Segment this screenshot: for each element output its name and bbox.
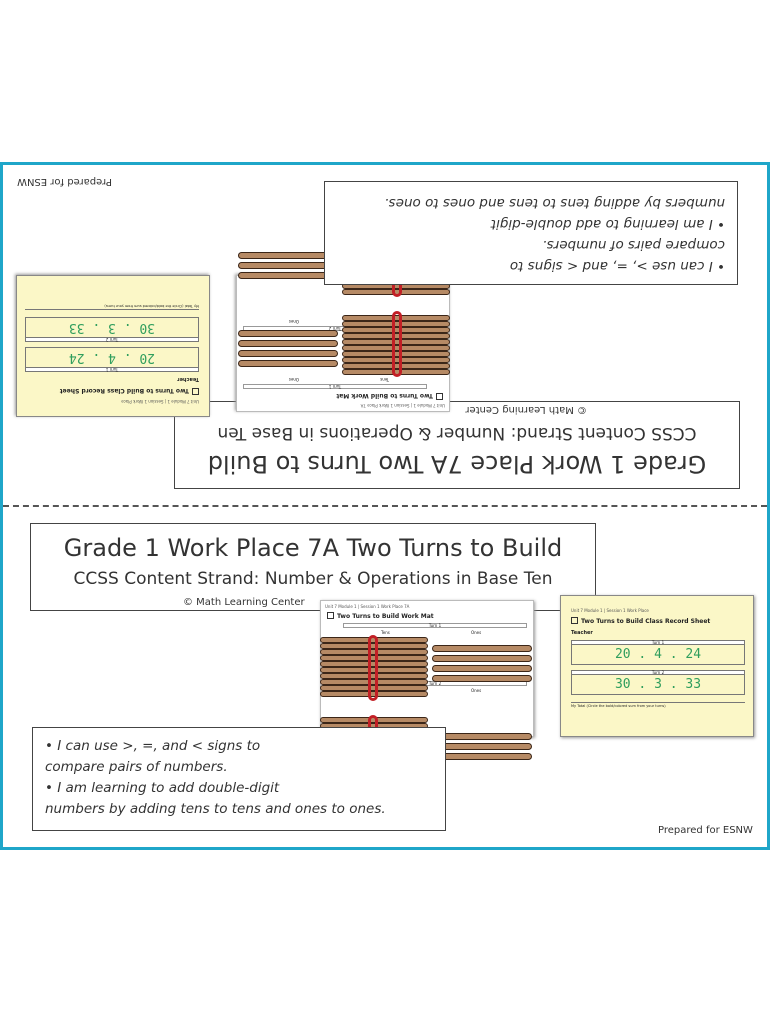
work-mat-col-ones: Ones [288,377,299,382]
record-turn-1: Turn 1 [25,367,199,372]
record-equation-2: 30 . 3 . 33 [571,675,745,695]
prepared-for: Prepared for ESNW [658,825,753,836]
goal-line: • I can use >, =, and < signs to [509,258,725,274]
work-mat-col-tens: Tens [380,377,389,382]
mat-icon [327,612,334,619]
record-turn-2: Turn 2 [25,337,199,342]
goal-line: numbers by adding tens to tens and ones … [45,801,386,817]
card-bottom-half: Grade 1 Work Place 7A Two Turns to Build… [0,505,770,850]
title-box: Grade 1 Work Place 7A Two Turns to Build… [30,523,596,611]
card-title: Grade 1 Work Place 7A Two Turns to Build [207,450,707,478]
teacher-label: Teacher [177,376,199,382]
prepared-for: Prepared for ESNW [17,176,112,187]
record-equation-1: 20 . 4 . 24 [571,645,745,665]
record-header: Unit 7 Module 1 | Session 1 Work Place [121,399,199,404]
work-mat-col-ones-2: Ones [471,688,482,693]
card-title: Grade 1 Work Place 7A Two Turns to Build [63,534,563,562]
card-subtitle: CCSS Content Strand: Number & Operations… [73,569,553,589]
card-top-half-rotated: Grade 1 Work Place 7A Two Turns to Build… [0,162,770,507]
goal-line: • I am learning to add double-digit [490,216,725,232]
work-mat-col-tens: Tens [381,630,390,635]
work-mat-title: Two Turns to Build Work Mat [336,392,433,399]
record-turn-1: Turn 1 [571,640,745,645]
credit-line: © Math Learning Center [183,597,305,608]
fold-line [3,505,767,507]
work-mat-title: Two Turns to Build Work Mat [337,613,434,620]
learning-goals-box: • I can use >, =, and < signs to compare… [324,181,738,285]
goal-line: • I can use >, =, and < signs to [45,738,261,754]
teacher-label: Teacher [571,630,593,636]
record-icon [192,388,199,395]
goal-line: numbers by adding tens to tens and ones … [384,195,725,211]
work-mat-turn-1: Turn 1 [343,623,527,628]
ten-stick-bundle [342,311,450,377]
learning-goals-box: • I can use >, =, and < signs to compare… [32,727,446,831]
record-title: Two Turns to Build Class Record Sheet [59,387,189,394]
ten-stick-bundle [320,635,428,701]
mat-icon [436,393,443,400]
class-record-sheet-thumbnail: Unit 7 Module 1 | Session 1 Work Place T… [16,275,210,417]
goal-line: • I am learning to add double-digit [45,780,280,796]
rubber-band [392,311,402,377]
title-box: Grade 1 Work Place 7A Two Turns to Build… [174,401,740,489]
work-mat-col-ones: Ones [471,630,482,635]
goal-line: compare pairs of numbers. [542,237,725,253]
class-record-sheet-thumbnail: Unit 7 Module 1 | Session 1 Work Place T… [560,595,754,737]
work-mat-header: Unit 7 Module 1 | Session 1 Work Place 7… [360,403,445,408]
record-equation-1: 20 . 4 . 24 [25,347,199,367]
record-equation-2: 30 . 3 . 33 [25,317,199,337]
work-mat-col-ones-2: Ones [288,319,299,324]
work-mat-header: Unit 7 Module 1 | Session 1 Work Place 7… [325,604,410,609]
record-my-total: My Total (Circle the bold/colored sum fr… [571,702,745,708]
record-title: Two Turns to Build Class Record Sheet [581,618,711,625]
record-header: Unit 7 Module 1 | Session 1 Work Place [571,608,649,613]
card-subtitle: CCSS Content Strand: Number & Operations… [217,423,697,443]
record-turn-2: Turn 2 [571,670,745,675]
record-my-total: My Total (Circle the bold/colored sum fr… [25,304,199,310]
work-mat-turn-1: Turn 1 [243,384,427,389]
credit-line: © Math Learning Center [465,404,587,415]
goal-line: compare pairs of numbers. [45,759,228,775]
record-icon [571,617,578,624]
rubber-band [368,635,378,701]
